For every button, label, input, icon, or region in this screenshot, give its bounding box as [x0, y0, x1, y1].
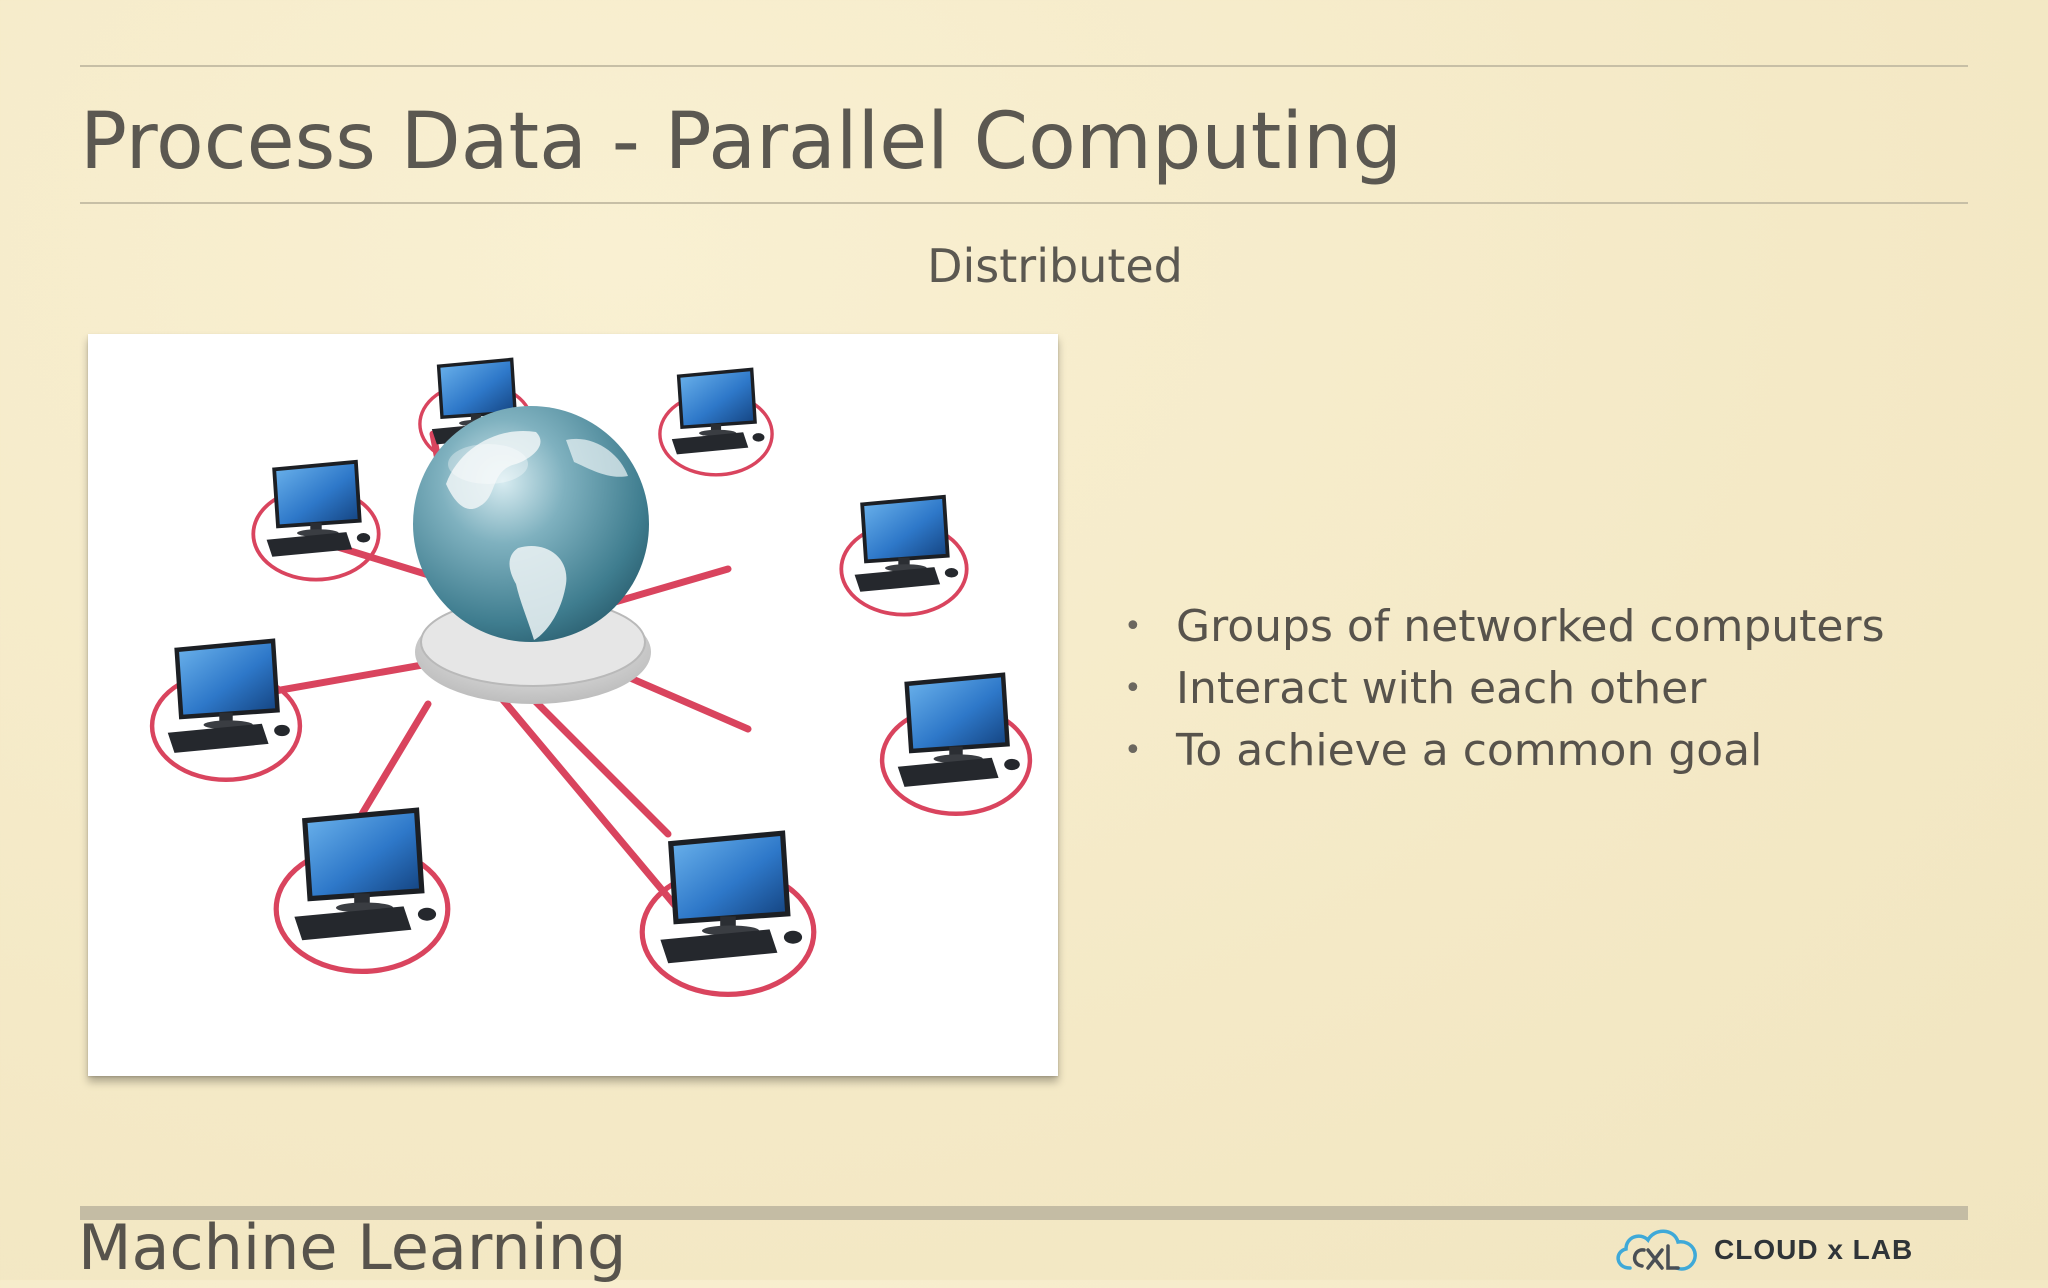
- globe-icon: [413, 406, 651, 704]
- desktop-computer-icon: [882, 675, 1030, 814]
- bullet-item: • Interact with each other: [1118, 658, 1885, 720]
- slide-title: Process Data - Parallel Computing: [80, 97, 1402, 187]
- slide-subtitle: Distributed: [927, 239, 1183, 293]
- bullet-item: • Groups of networked computers: [1118, 596, 1885, 658]
- footer-bar: [80, 1206, 1968, 1220]
- bullet-dot-icon: •: [1124, 609, 1142, 644]
- bullet-list: • Groups of networked computers • Interact…: [1118, 596, 1885, 782]
- desktop-computer-icon: [839, 494, 969, 617]
- network-illustration: [88, 334, 1058, 1076]
- bullet-text: Groups of networked computers: [1176, 601, 1885, 652]
- top-rule: [80, 65, 1968, 67]
- brand-text: CLOUD x LAB: [1714, 1234, 1914, 1265]
- desktop-computer-icon: [152, 641, 300, 780]
- desktop-computer-icon: [276, 810, 448, 971]
- brand-logo: CLOUD x LAB: [1610, 1222, 1913, 1278]
- bullet-item: • To achieve a common goal: [1118, 720, 1885, 782]
- title-rule: [80, 202, 1968, 204]
- cxl-cloud-logo-icon: [1616, 1229, 1697, 1271]
- desktop-computer-icon: [642, 833, 814, 994]
- desktop-computer-icon: [251, 459, 381, 582]
- bullet-text: Interact with each other: [1176, 663, 1707, 714]
- desktop-computer-icon: [658, 367, 774, 477]
- footer-label: Machine Learning: [78, 1211, 627, 1284]
- network-diagram: [88, 357, 1058, 1076]
- link-a: [494, 690, 682, 913]
- bullet-dot-icon: •: [1124, 733, 1142, 768]
- bullet-dot-icon: •: [1124, 671, 1142, 706]
- bullet-text: To achieve a common goal: [1176, 725, 1763, 776]
